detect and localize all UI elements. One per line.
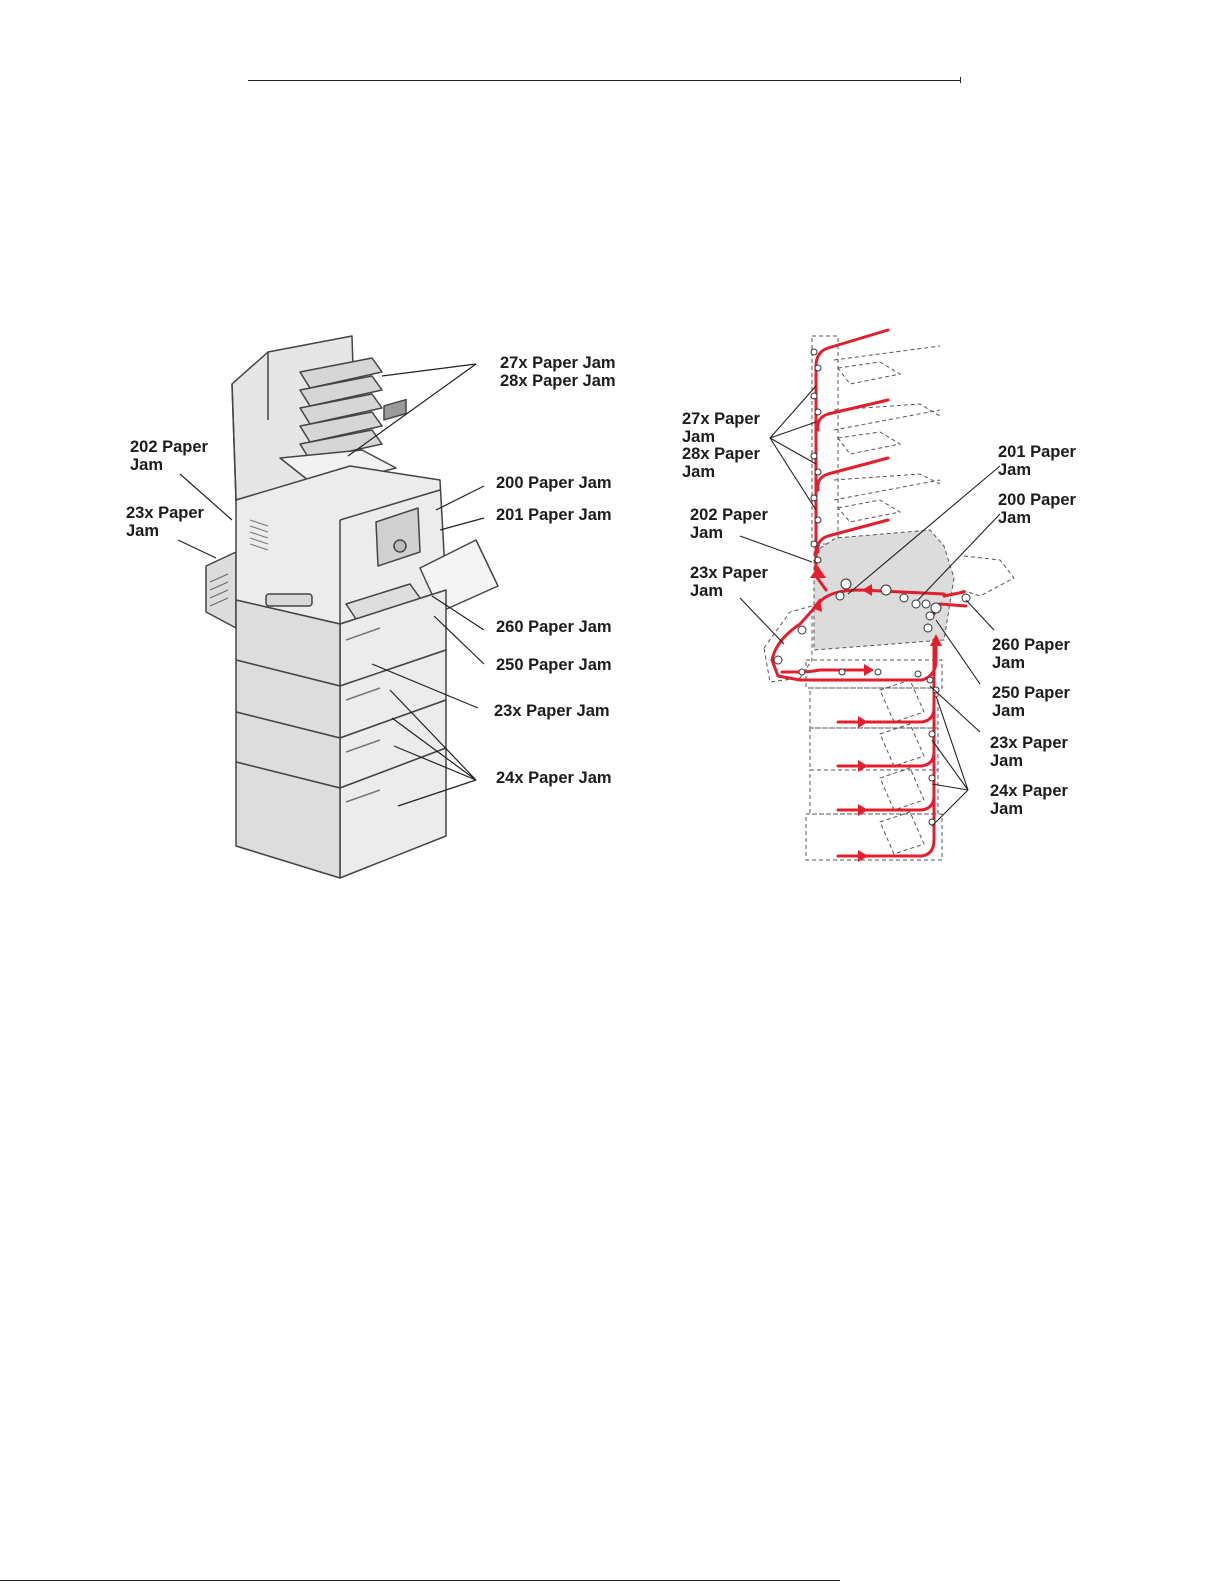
label-r-260-line1: 260 Paper bbox=[992, 636, 1070, 654]
label-r-23x-right-line2: Jam bbox=[990, 752, 1023, 770]
label-r-27x-line2: Jam bbox=[682, 428, 715, 446]
label-r-260-line2: Jam bbox=[992, 654, 1025, 672]
label-r-23x-left-line1: 23x Paper bbox=[690, 564, 768, 582]
label-r-200-line1: 200 Paper bbox=[998, 491, 1076, 509]
label-r-24x-line2: Jam bbox=[990, 800, 1023, 818]
label-r-200-line2: Jam bbox=[998, 509, 1031, 527]
label-r-28x-line2: Jam bbox=[682, 463, 715, 481]
label-r-250-line1: 250 Paper bbox=[992, 684, 1070, 702]
label-r-23x-left-line2: Jam bbox=[690, 582, 723, 600]
label-r-201-line1: 201 Paper bbox=[998, 443, 1076, 461]
label-r-202-line2: Jam bbox=[690, 524, 723, 542]
label-r-201-line2: Jam bbox=[998, 461, 1031, 479]
label-r-23x-right-line1: 23x Paper bbox=[990, 734, 1068, 752]
label-r-202-line1: 202 Paper bbox=[690, 506, 768, 524]
label-r-27x-line1: 27x Paper bbox=[682, 410, 760, 428]
label-r-28x-line1: 28x Paper bbox=[682, 445, 760, 463]
label-r-250-line2: Jam bbox=[992, 702, 1025, 720]
label-r-24x-line1: 24x Paper bbox=[990, 782, 1068, 800]
